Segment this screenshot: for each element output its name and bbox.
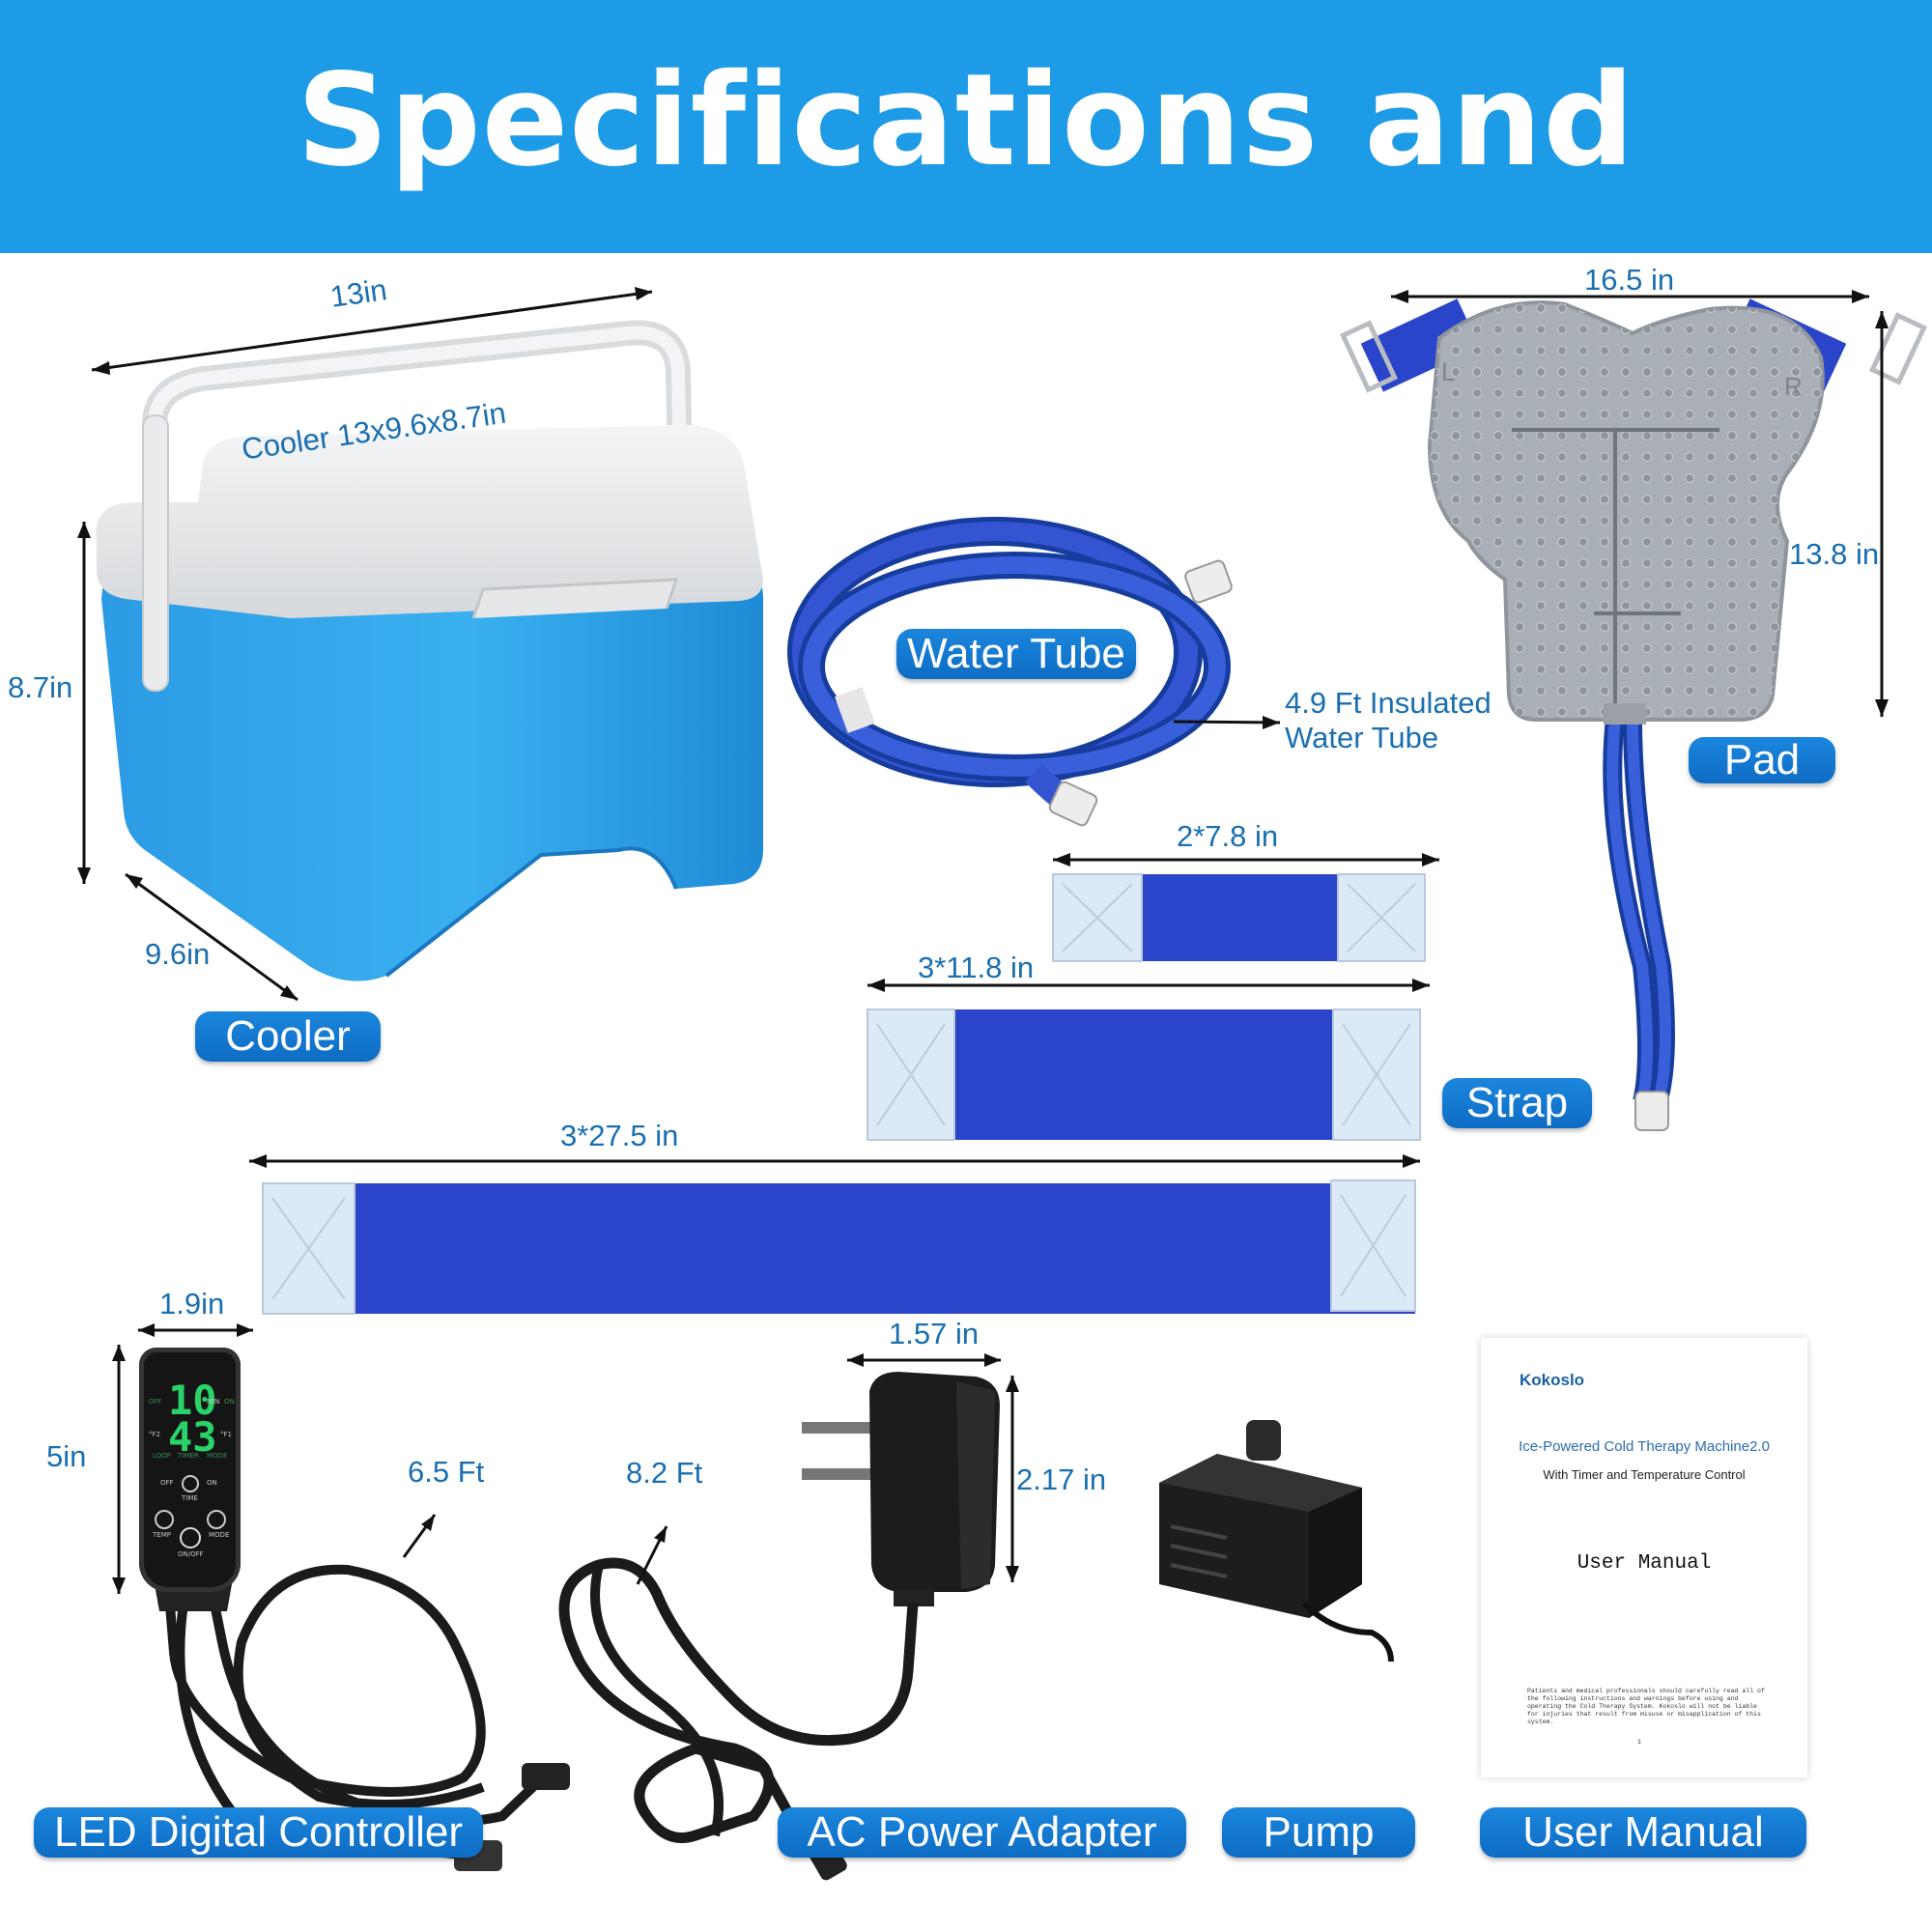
straps-image bbox=[249, 853, 1439, 1315]
pad-width-label: 16.5 in bbox=[1584, 263, 1675, 297]
controller-width-label: 1.9in bbox=[159, 1287, 225, 1321]
pad-image bbox=[1339, 290, 1928, 1131]
water-tube-label: Water Tube bbox=[896, 629, 1136, 679]
screen-on-indicator: ON bbox=[224, 1398, 235, 1406]
screen-f2-indicator: °F2 bbox=[149, 1431, 160, 1438]
strap-large-size: 3*27.5 in bbox=[560, 1119, 679, 1152]
controller-time-label: TIME bbox=[182, 1494, 198, 1502]
strap-small-size: 2*7.8 in bbox=[1177, 819, 1279, 853]
cooler-depth-label: 9.6in bbox=[145, 937, 211, 971]
mode-fan-icon[interactable] bbox=[207, 1510, 226, 1529]
power-icon[interactable] bbox=[180, 1527, 201, 1548]
screen-off-indicator: OFF bbox=[149, 1398, 162, 1406]
adapter-cable-label: 8.2 Ft bbox=[626, 1456, 703, 1490]
page-title: Specifications and Contents bbox=[297, 46, 1635, 437]
manual-warning: Patients and medical professionals shoul… bbox=[1527, 1688, 1765, 1725]
manual-subtitle: With Timer and Temperature Control bbox=[1543, 1467, 1746, 1482]
controller-temp-label: TEMP bbox=[153, 1531, 171, 1539]
adapter-width-label: 1.57 in bbox=[889, 1317, 980, 1350]
pad-marker-left: L bbox=[1441, 357, 1456, 386]
screen-min-indicator: MIN bbox=[207, 1398, 220, 1406]
cooler-image bbox=[77, 287, 763, 1002]
controller-power-label: ON/OFF bbox=[178, 1550, 204, 1558]
water-tube-image bbox=[787, 517, 1281, 827]
controller-label: LED Digital Controller bbox=[34, 1807, 483, 1858]
screen-mode-indicator: MODE bbox=[207, 1452, 228, 1460]
adapter-image bbox=[558, 1353, 1019, 1881]
water-tube-note-line2: Water Tube bbox=[1285, 721, 1439, 754]
cooler-height-label: 8.7in bbox=[8, 670, 73, 704]
screen-time-value: 10 bbox=[168, 1377, 217, 1424]
controller-cable-label: 6.5 Ft bbox=[408, 1455, 485, 1489]
adapter-label: AC Power Adapter bbox=[778, 1807, 1186, 1858]
pad-label: Pad bbox=[1689, 737, 1835, 783]
controller-clock-icon bbox=[182, 1475, 199, 1492]
thermometer-icon[interactable] bbox=[155, 1510, 174, 1529]
pad-marker-right: R bbox=[1784, 372, 1803, 401]
strap-medium-size: 3*11.8 in bbox=[918, 951, 1035, 984]
controller-off-button[interactable]: OFF bbox=[160, 1479, 174, 1487]
screen-loop-indicator: LOOP bbox=[153, 1452, 171, 1460]
controller-on-button[interactable]: ON bbox=[207, 1479, 217, 1487]
water-tube-note-line1: 4.9 Ft Insulated bbox=[1285, 686, 1492, 720]
pad-height-label: 13.8 in bbox=[1789, 537, 1880, 571]
header-banner bbox=[0, 0, 1932, 253]
user-manual-label: User Manual bbox=[1480, 1807, 1806, 1858]
strap-label: Strap bbox=[1442, 1078, 1592, 1128]
manual-heading: User Manual bbox=[1577, 1552, 1712, 1575]
screen-temp-value: 43 bbox=[168, 1413, 217, 1461]
controller-height-label: 5in bbox=[46, 1439, 87, 1473]
controller-device: OFF 10 MIN ON °F2 43 °F1 LOOP TIMER MODE… bbox=[139, 1348, 241, 1592]
screen-f1-indicator: °F1 bbox=[220, 1431, 232, 1438]
pump-label: Pump bbox=[1222, 1807, 1415, 1858]
manual-page-number: 1 bbox=[1637, 1739, 1641, 1746]
user-manual-document: Kokoslo Ice-Powered Cold Therapy Machine… bbox=[1481, 1338, 1807, 1777]
pump-image bbox=[1159, 1420, 1394, 1662]
screen-timer-indicator: TIMER bbox=[178, 1452, 199, 1460]
manual-brand: Kokoslo bbox=[1520, 1371, 1585, 1389]
adapter-height-label: 2.17 in bbox=[1016, 1463, 1107, 1496]
controller-mode-label: MODE bbox=[209, 1531, 230, 1539]
manual-title: Ice-Powered Cold Therapy Machine2.0 bbox=[1519, 1438, 1770, 1455]
cooler-label: Cooler bbox=[195, 1011, 381, 1062]
